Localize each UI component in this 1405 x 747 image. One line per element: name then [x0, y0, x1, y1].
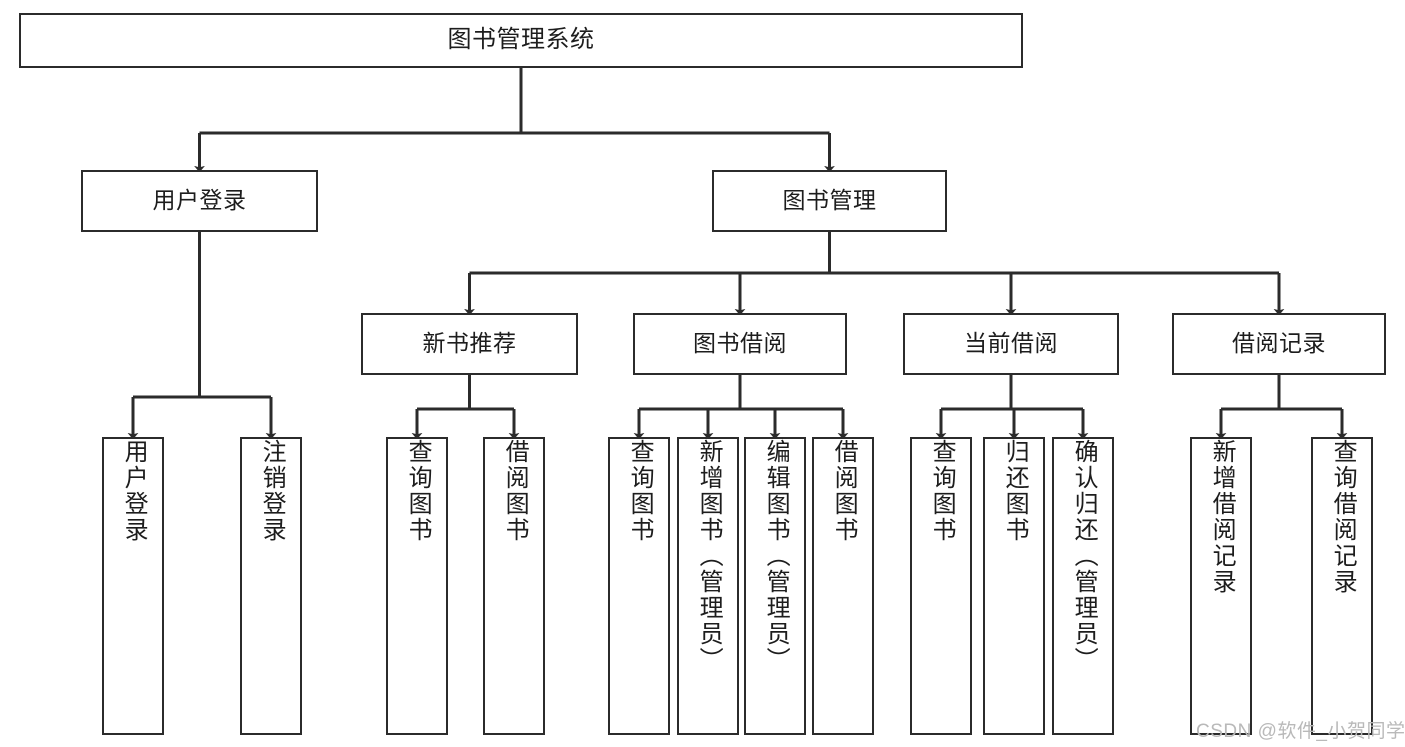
node-level2-user-login[interactable]: 用户登录 — [81, 170, 318, 232]
leaf-label: 查询图书 — [928, 439, 956, 543]
leaf-node-add-borrow-record[interactable]: 新增借阅记录 — [1190, 437, 1252, 735]
leaf-label: 新增图书（管理员） — [695, 439, 723, 673]
leaf-node-borrow-book-recommend[interactable]: 借阅图书 — [483, 437, 545, 735]
node-level3-book-borrow[interactable]: 图书借阅 — [633, 313, 847, 375]
leaf-label: 查询图书 — [404, 439, 432, 543]
leaf-node-edit-book-admin[interactable]: 编辑图书（管理员） — [744, 437, 806, 735]
leaf-node-return-book[interactable]: 归还图书 — [983, 437, 1045, 735]
connector-group — [127, 68, 1348, 440]
leaf-node-query-book-current[interactable]: 查询图书 — [910, 437, 972, 735]
leaf-node-add-book-admin[interactable]: 新增图书（管理员） — [677, 437, 739, 735]
node-root-system[interactable]: 图书管理系统 — [19, 13, 1023, 68]
leaf-label: 用户登录 — [120, 439, 148, 543]
leaf-node-query-book-recommend[interactable]: 查询图书 — [386, 437, 448, 735]
leaf-label: 编辑图书（管理员） — [762, 439, 790, 673]
leaf-node-borrow-book[interactable]: 借阅图书 — [812, 437, 874, 735]
leaf-label: 查询图书 — [626, 439, 654, 543]
node-level2-book-management[interactable]: 图书管理 — [712, 170, 947, 232]
leaf-node-confirm-return-admin[interactable]: 确认归还（管理员） — [1052, 437, 1114, 735]
node-label: 借阅记录 — [1232, 330, 1326, 357]
node-label: 当前借阅 — [964, 330, 1058, 357]
leaf-label: 确认归还（管理员） — [1070, 439, 1098, 673]
leaf-node-logout[interactable]: 注销登录 — [240, 437, 302, 735]
node-label: 用户登录 — [152, 187, 247, 214]
node-label: 新书推荐 — [422, 330, 517, 357]
leaf-label: 查询借阅记录 — [1329, 439, 1357, 595]
node-label: 图书借阅 — [693, 330, 787, 357]
node-level3-borrow-record[interactable]: 借阅记录 — [1172, 313, 1386, 375]
leaf-label: 借阅图书 — [501, 439, 529, 543]
leaf-label: 借阅图书 — [830, 439, 858, 543]
leaf-label: 归还图书 — [1001, 439, 1029, 543]
node-label: 图书管理系统 — [447, 26, 595, 54]
node-label: 图书管理 — [782, 187, 877, 214]
leaf-node-query-borrow-record[interactable]: 查询借阅记录 — [1311, 437, 1373, 735]
leaf-label: 注销登录 — [258, 439, 286, 543]
csdn-watermark: CSDN @软件_小贺同学 — [1196, 721, 1405, 742]
node-level3-current-borrow[interactable]: 当前借阅 — [903, 313, 1119, 375]
node-level3-new-book-recommend[interactable]: 新书推荐 — [361, 313, 578, 375]
leaf-label: 新增借阅记录 — [1208, 439, 1236, 595]
leaf-node-user-login[interactable]: 用户登录 — [102, 437, 164, 735]
leaf-node-query-book-borrow[interactable]: 查询图书 — [608, 437, 670, 735]
